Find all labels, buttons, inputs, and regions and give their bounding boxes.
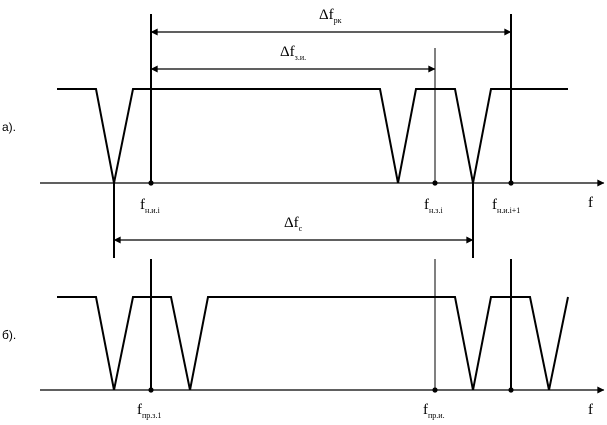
panel-a-spectrum-trace: [57, 88, 568, 184]
delta-c-label: Δfc: [284, 215, 303, 233]
panel-b: б). fпр.з.1 fпр.и. f: [2, 259, 605, 420]
panel-b-dot-right: [508, 387, 514, 393]
f-nii1-label: fн.и.i+1: [492, 197, 520, 215]
panel-a-dot-f-nii: [148, 180, 154, 186]
panel-a-axis-label: f: [588, 195, 593, 211]
panel-b-label: б).: [2, 328, 16, 342]
f-nzi-label: fн.з.i: [424, 197, 443, 215]
panel-a-dot-f-nii1: [508, 180, 514, 186]
panel-a: а). Δfрк Δfз.и. Δfc fн.и.i fн.з.i fн.и.i…: [2, 7, 605, 258]
delta-rk-label: Δfрк: [319, 7, 342, 25]
panel-b-dot-f-pri: [432, 387, 438, 393]
f-prz1-label: fпр.з.1: [137, 402, 161, 420]
panel-b-axis-label: f: [588, 402, 593, 418]
f-pri-label: fпр.и.: [423, 402, 445, 420]
panel-b-spectrum-trace: [57, 296, 569, 391]
panel-b-dot-f-prz1: [148, 387, 154, 393]
panel-a-label: а).: [2, 120, 16, 134]
delta-zi-label: Δfз.и.: [280, 44, 306, 62]
f-nii-label: fн.и.i: [140, 197, 161, 215]
panel-a-dot-f-nzi: [432, 180, 438, 186]
